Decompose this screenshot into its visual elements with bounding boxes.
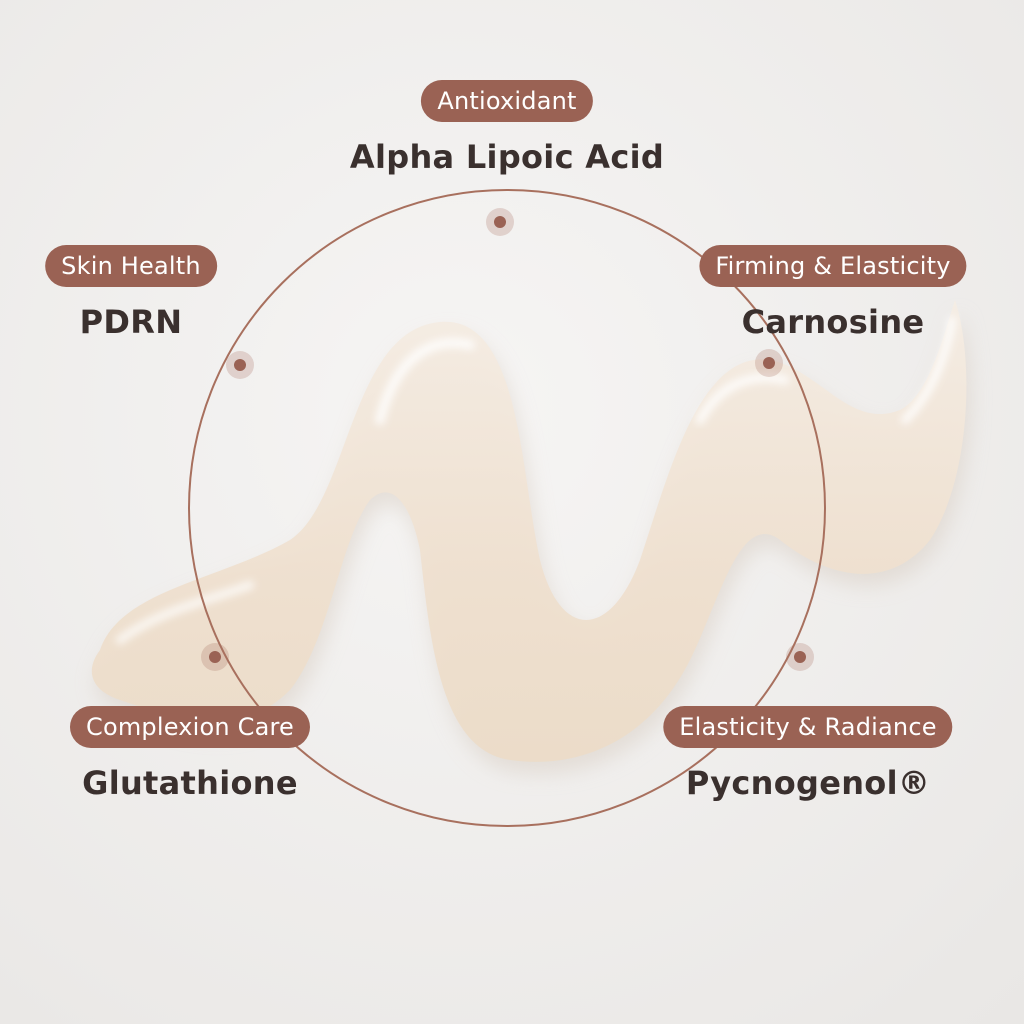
ingredient-name: Glutathione xyxy=(82,764,298,802)
benefit-pill: Firming & Elasticity xyxy=(699,245,967,287)
benefit-pill: Antioxidant xyxy=(421,80,593,122)
orbit-ring xyxy=(188,189,826,827)
node-dot-right xyxy=(755,349,783,377)
ingredient-callout-top: Antioxidant Alpha Lipoic Acid xyxy=(350,80,664,176)
benefit-pill: Elasticity & Radiance xyxy=(663,706,953,748)
cream-highlight xyxy=(115,580,255,645)
cream-highlight xyxy=(375,337,475,425)
node-dot-left xyxy=(226,351,254,379)
ingredient-name: Carnosine xyxy=(741,303,925,341)
node-dot-bottom-left xyxy=(201,643,229,671)
ingredient-callout-left: Skin Health PDRN xyxy=(45,245,217,341)
ingredient-name: PDRN xyxy=(79,303,183,341)
ingredient-callout-bottom-left: Complexion Care Glutathione xyxy=(69,706,311,802)
ingredient-name: Alpha Lipoic Acid xyxy=(349,138,665,176)
benefit-pill: Skin Health xyxy=(45,245,217,287)
cream-highlight xyxy=(901,316,956,424)
ingredient-callout-right: Firming & Elasticity Carnosine xyxy=(699,245,967,341)
ingredient-name: Pycnogenol® xyxy=(685,764,931,802)
node-dot-bottom-right xyxy=(786,643,814,671)
benefit-pill: Complexion Care xyxy=(69,706,311,748)
ingredient-callout-bottom-right: Elasticity & Radiance Pycnogenol® xyxy=(663,706,953,802)
cream-swirl xyxy=(91,300,967,762)
node-dot-top xyxy=(486,208,514,236)
cream-highlight xyxy=(695,373,790,425)
